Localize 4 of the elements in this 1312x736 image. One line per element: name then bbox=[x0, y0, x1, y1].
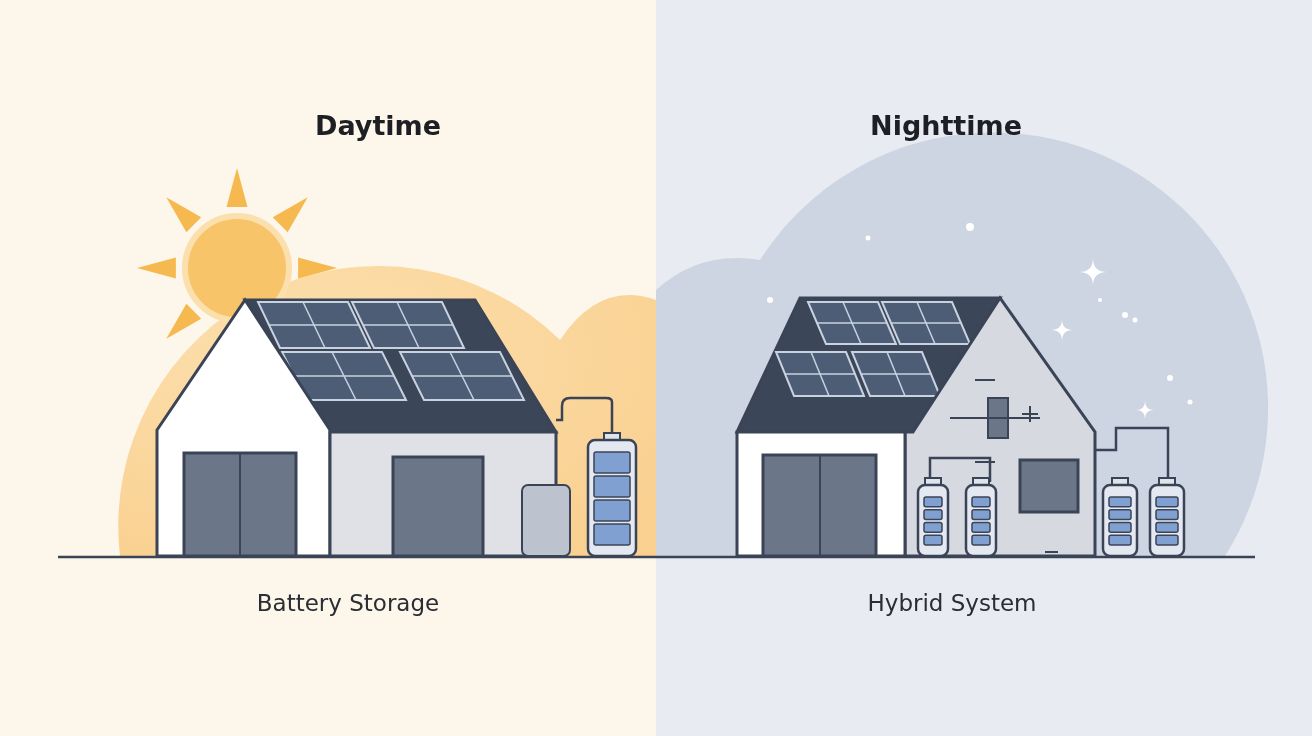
panel-caption: Battery Storage bbox=[256, 590, 440, 616]
panel-caption: Hybrid System bbox=[867, 590, 1037, 616]
panel-heading: Nighttime bbox=[870, 110, 1022, 141]
panel-heading: Daytime bbox=[315, 110, 441, 141]
